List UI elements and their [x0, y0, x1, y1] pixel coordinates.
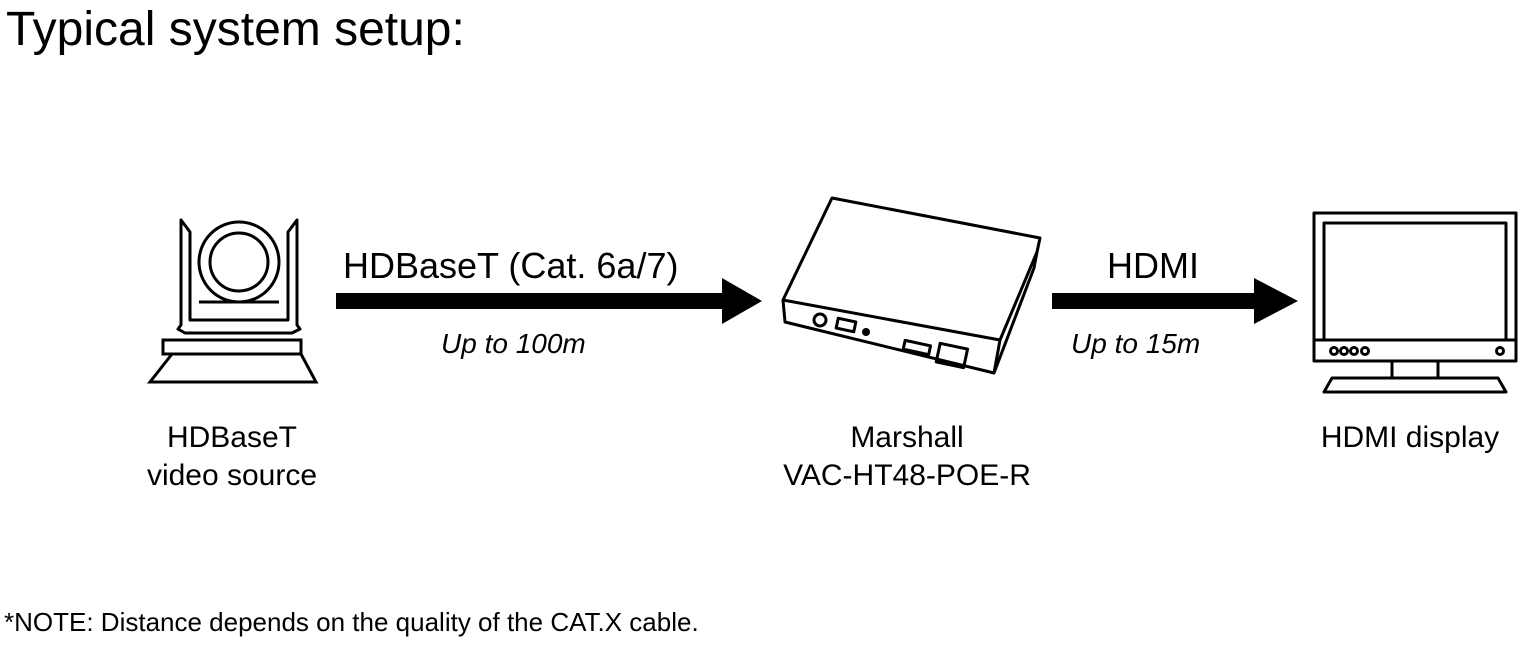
- source-caption-line1: HDBaseT: [166, 421, 298, 454]
- hdmi-arrow: [1052, 278, 1298, 324]
- ptz-camera-icon: [146, 218, 319, 384]
- page-title: Typical system setup:: [6, 3, 465, 56]
- receiver-caption-line1: Marshall: [850, 421, 964, 454]
- receiver-caption-line2: VAC-HT48-POE-R: [783, 459, 1031, 492]
- receiver-caption: Marshall VAC-HT48-POE-R: [757, 419, 1057, 495]
- source-caption-line2: video source: [146, 459, 318, 492]
- hdmi-link-label: HDMI: [1107, 245, 1199, 286]
- monitor-icon: [1312, 211, 1518, 394]
- display-caption-line1: HDMI display: [1320, 421, 1500, 454]
- display-caption: HDMI display: [1300, 419, 1520, 457]
- receiver-box-icon: [781, 196, 1042, 375]
- source-caption: HDBaseT video source: [112, 419, 352, 495]
- hdbaset-link-label: HDBaseT (Cat. 6a/7): [343, 245, 679, 286]
- cable-note: *NOTE: Distance depends on the quality o…: [4, 607, 699, 637]
- hdbaset-arrow: [336, 278, 762, 324]
- hdbaset-distance-label: Up to 100m: [441, 328, 586, 359]
- hdmi-distance-label: Up to 15m: [1071, 328, 1201, 359]
